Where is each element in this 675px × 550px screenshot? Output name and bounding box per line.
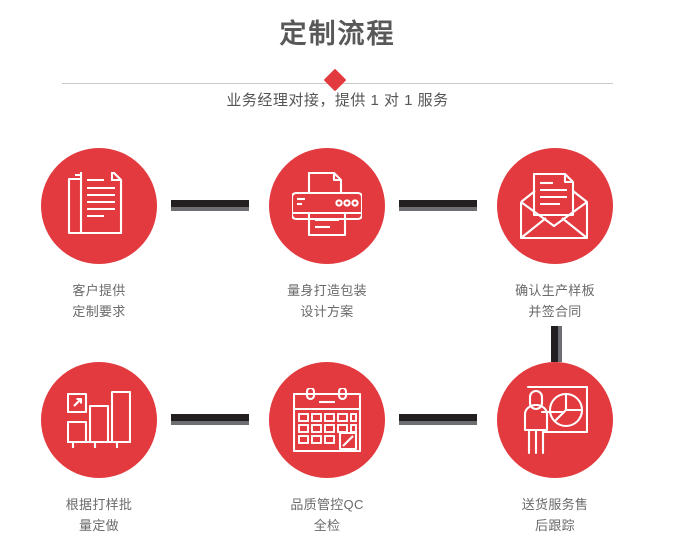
presentation-person-icon [523,386,588,454]
connector-shadow [171,421,249,425]
connector-step1-step2 [171,200,249,211]
connector-shadow [171,207,249,211]
bar-chart-growth-icon [67,390,131,448]
connector-bar [399,414,477,421]
process-step-6[interactable]: 送货服务售 后跟踪 [450,362,660,536]
step-5-label: 品质管控QC 全检 [290,497,364,533]
process-step-5[interactable]: 品质管控QC 全检 [222,362,432,536]
printer-icon [292,172,362,237]
step-3-icon-circle[interactable] [497,148,613,264]
process-step-1[interactable]: 客户提供 定制要求 [0,148,204,322]
connector-step4-step5 [171,414,249,425]
connector-bar [171,200,249,207]
step-2-icon-circle[interactable] [269,148,385,264]
title-divider [62,68,613,96]
connector-shadow [399,421,477,425]
documents-stack-icon [67,172,123,235]
process-step-3[interactable]: 确认生产样板 并签合同 [450,148,660,322]
process-step-2[interactable]: 量身打造包装 设计方案 [222,148,432,322]
step-1-label: 客户提供 定制要求 [72,283,126,319]
connector-bar [551,326,558,362]
connector-step5-step6 [399,414,477,425]
diamond-icon [323,68,346,92]
connector-shadow [558,326,562,362]
envelope-document-icon [520,173,589,239]
connector-step3-step6 [551,326,562,362]
connector-bar [171,414,249,421]
step-5-icon-circle[interactable] [269,362,385,478]
step-3-label: 确认生产样板 并签合同 [515,283,595,319]
process-flow: 客户提供 定制要求 [0,140,675,550]
process-step-4[interactable]: 根据打样批 量定做 [0,362,204,536]
header: 定制流程 业务经理对接，提供 1 对 1 服务 [0,0,675,130]
connector-step2-step3 [399,200,477,211]
step-2-label: 量身打造包装 设计方案 [287,283,367,319]
connector-bar [399,200,477,207]
step-1-icon-circle[interactable] [41,148,157,264]
connector-shadow [399,207,477,211]
page-title: 定制流程 [279,19,396,49]
calendar-icon [293,388,361,452]
step-4-icon-circle[interactable] [41,362,157,478]
step-6-icon-circle[interactable] [497,362,613,478]
page-subtitle: 业务经理对接，提供 1 对 1 服务 [226,92,449,109]
step-4-label: 根据打样批 量定做 [65,497,133,533]
step-6-label: 送货服务售 后跟踪 [521,497,589,533]
